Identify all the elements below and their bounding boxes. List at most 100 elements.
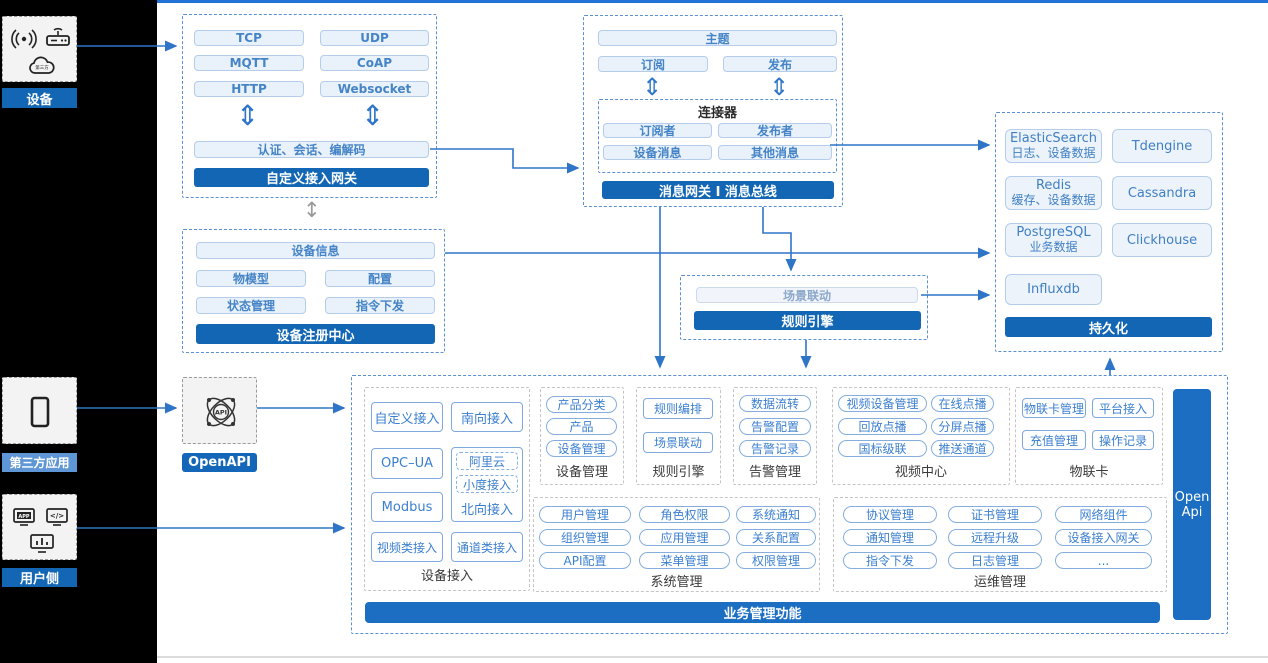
rule-engine-title: 规则引擎 (694, 311, 921, 330)
third-party-label: 第三方应用 (2, 453, 77, 472)
db-sub: 业务数据 (1029, 240, 1078, 254)
protocol-coap: CoAP (320, 55, 429, 71)
menu-mgmt: 菜单管理 (639, 552, 730, 569)
gb-cascade: 国标级联 (838, 440, 927, 457)
db-sub: 缓存、设备数据 (1011, 193, 1096, 207)
org-mgmt: 组织管理 (539, 529, 631, 546)
mobile-phone-icon (30, 396, 50, 428)
elasticsearch-item: ElasticSearch 日志、设备数据 (1005, 129, 1102, 163)
svg-text:</>: </> (50, 512, 64, 520)
channel-access: 通道类接入 (451, 532, 523, 562)
operation-record: 操作记录 (1092, 430, 1154, 450)
clickhouse-item: Clickhouse (1112, 223, 1212, 257)
online-play: 在线点播 (931, 395, 994, 412)
section-label-video-center: 视频中心 (894, 465, 947, 480)
rule-engine-box (680, 275, 928, 340)
api-atom-icon: API (206, 397, 236, 427)
other-message: 其他消息 (718, 145, 832, 160)
wireless-signal-icon (11, 29, 37, 49)
product: 产品 (546, 418, 617, 435)
south-access: 南向接入 (451, 402, 523, 432)
command-dispatch-ops: 指令下发 (843, 552, 937, 569)
app-window-icon: APP (13, 508, 35, 526)
relation-config: 关系配置 (736, 529, 816, 546)
config: 配置 (325, 270, 435, 287)
status-mgmt: 状态管理 (196, 297, 306, 314)
svg-text:APP: APP (18, 514, 30, 520)
device-mgmt: 设备管理 (546, 440, 617, 457)
business-mgmt-title: 业务管理功能 (365, 602, 1160, 623)
postgresql-item: PostgreSQL 业务数据 (1005, 223, 1102, 257)
persistence-title: 持久化 (1005, 317, 1212, 337)
iot-card-mgmt: 物联卡管理 (1022, 398, 1086, 418)
open-api-line2: Api (1181, 504, 1203, 520)
user-mgmt: 用户管理 (539, 506, 631, 523)
user-side-icon-box: APP </> (2, 494, 77, 560)
permission-mgmt: 权限管理 (736, 552, 816, 569)
updown-arrow-icon: ⇕ (642, 73, 663, 101)
bottom-divider-line (157, 656, 1268, 658)
protocol-mgmt: 协议管理 (843, 506, 937, 523)
cassandra-item: Cassandra (1112, 176, 1212, 210)
api-config: API配置 (539, 552, 631, 569)
log-mgmt: 日志管理 (948, 552, 1042, 569)
openapi-label: OpenAPI (182, 453, 257, 472)
video-access: 视频类接入 (371, 532, 443, 562)
section-label-ops-mgmt: 运维管理 (973, 575, 1026, 590)
alarm-record: 告警记录 (739, 440, 811, 457)
network-component: 网络组件 (1055, 506, 1152, 523)
openapi-icon-box: API (182, 377, 257, 444)
aliyun: 阿里云 (456, 452, 518, 470)
device-registry-title: 设备注册中心 (196, 324, 435, 344)
db-name: Redis (1035, 178, 1072, 193)
auth-session-codec-bar: 认证、会话、编解码 (194, 141, 429, 158)
protocol-udp: UDP (320, 30, 429, 46)
db-name: ElasticSearch (1009, 131, 1098, 146)
remote-upgrade: 远程升级 (948, 529, 1042, 546)
custom-access: 自定义接入 (371, 402, 443, 432)
user-side-label: 用户侧 (2, 568, 77, 587)
video-device-mgmt: 视频设备管理 (838, 395, 927, 412)
app-mgmt: 应用管理 (639, 529, 730, 546)
svg-text:API: API (215, 409, 227, 417)
cert-mgmt: 证书管理 (948, 506, 1042, 523)
open-api-line1: Open (1174, 489, 1210, 505)
publisher: 发布者 (718, 123, 832, 138)
svg-text:第三方: 第三方 (35, 64, 49, 71)
topic-bar: 主题 (598, 30, 837, 46)
protocol-tcp: TCP (194, 30, 304, 46)
recharge-mgmt: 充值管理 (1022, 430, 1086, 450)
section-label-device-access: 设备接入 (420, 568, 473, 584)
section-label-system-mgmt: 系统管理 (650, 575, 703, 590)
protocol-mqtt: MQTT (194, 55, 304, 71)
more-item: ... (1055, 552, 1152, 569)
scene-linkage-bar: 场景联动 (696, 287, 918, 303)
section-label-rule-engine: 规则引擎 (652, 465, 705, 480)
device-access-gateway: 设备接入网关 (1055, 529, 1152, 546)
device-message: 设备消息 (603, 145, 712, 160)
section-label-iot-card: 物联卡 (1069, 465, 1109, 480)
redis-item: Redis 缓存、设备数据 (1005, 176, 1102, 210)
updown-arrow-icon: ⇕ (769, 73, 790, 101)
third-party-icon-box (2, 377, 77, 444)
connector-title: 连接器 (697, 105, 737, 121)
tdengine-item: Tdengine (1112, 129, 1212, 163)
protocol-http: HTTP (194, 81, 304, 97)
dashboard-monitor-icon (30, 534, 54, 553)
updown-arrow-icon: ⇕ (236, 99, 260, 132)
db-sub: 日志、设备数据 (1011, 146, 1096, 160)
section-label-device-mgmt: 设备管理 (555, 465, 608, 480)
device-info-bar: 设备信息 (196, 242, 435, 259)
notice-mgmt: 通知管理 (843, 529, 937, 546)
xiaodu-access: 小度接入 (456, 475, 518, 493)
product-category: 产品分类 (546, 396, 617, 413)
updown-arrow-icon: ⇕ (361, 99, 385, 132)
system-notice: 系统通知 (736, 506, 816, 523)
split-screen-play: 分屏点播 (931, 418, 994, 435)
platform-access: 平台接入 (1092, 398, 1154, 418)
code-window-icon: </> (46, 508, 68, 526)
playback: 回放点播 (838, 418, 927, 435)
command-dispatch: 指令下发 (325, 297, 435, 314)
subscriber: 订阅者 (603, 123, 712, 138)
push-channel: 推送通道 (931, 440, 994, 457)
